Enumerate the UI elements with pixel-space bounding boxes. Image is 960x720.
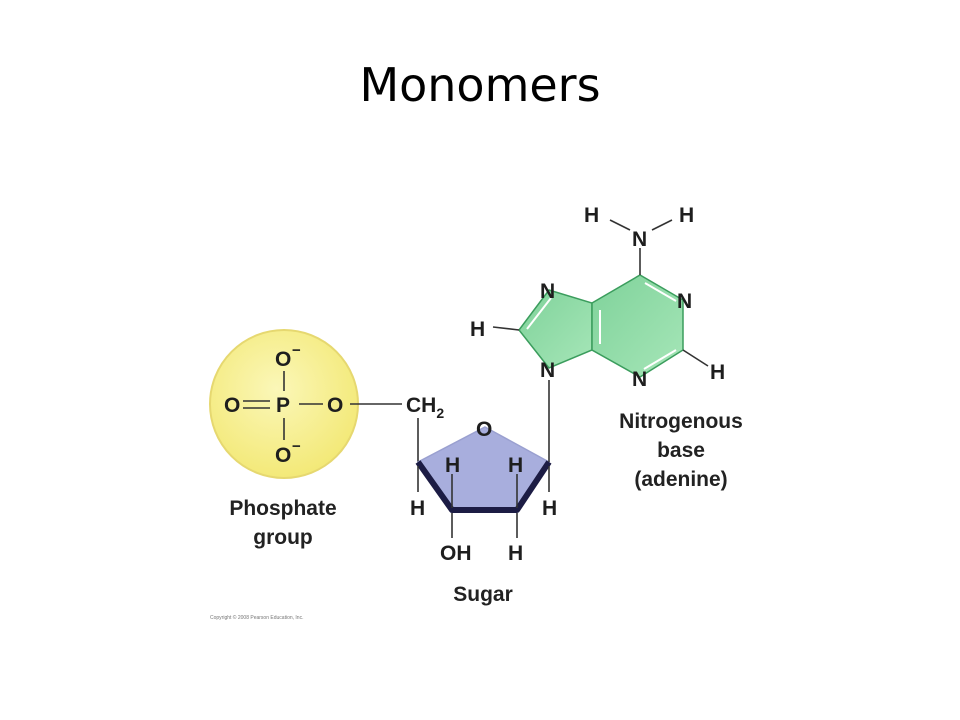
label-base-line3: (adenine) (634, 468, 727, 491)
atom-o-top: O (275, 348, 291, 371)
phosphate-group: O − O P O O − (209, 329, 402, 479)
slide-title: Monomers (359, 58, 601, 112)
label-sugar: Sugar (453, 583, 513, 606)
atom-oh: OH (440, 542, 472, 565)
atom-n3: N (632, 368, 647, 391)
bond-n-h-right (651, 219, 673, 231)
atom-h-amine-right: H (679, 204, 694, 227)
double-bond-c6-n1 (644, 282, 677, 302)
charge-top: − (292, 342, 301, 359)
atom-n-amine: N (632, 228, 647, 251)
atom-h-bottom: H (508, 542, 523, 565)
double-bond-n7-c8 (526, 297, 552, 330)
bond-c8-h (492, 326, 520, 331)
sugar-bold-edge (415, 460, 552, 513)
copyright-notice: Copyright © 2008 Pearson Education, Inc. (210, 614, 303, 621)
atom-n9: N (540, 359, 555, 382)
atom-ch2: CH2 (406, 394, 444, 421)
atom-o-right: O (327, 394, 343, 417)
atom-h-c4: H (410, 497, 425, 520)
atom-h-c8: H (470, 318, 485, 341)
bond-c2-h (682, 349, 709, 367)
base-six-ring (591, 274, 684, 378)
atom-h-amine-left: H (584, 204, 599, 227)
atom-n1: N (677, 290, 692, 313)
label-phosphate-line1: Phosphate (229, 497, 336, 520)
atom-n7: N (540, 280, 555, 303)
double-bond-c2-n3 (643, 349, 677, 370)
atom-o-bottom: O (275, 444, 291, 467)
atom-ring-oxygen: O (476, 418, 492, 441)
label-phosphate-line2: group (253, 526, 312, 549)
atom-h-inner-left: H (445, 454, 460, 477)
adenine-base: H H N N N H N N H (470, 204, 725, 391)
base-five-ring (518, 289, 593, 369)
charge-bottom: − (292, 438, 301, 455)
sugar-ring: O H H H H OH H (410, 418, 557, 565)
label-base-line2: base (657, 439, 705, 462)
atom-h-c1: H (542, 497, 557, 520)
atom-o-left: O (224, 394, 240, 417)
atom-h-inner-right: H (508, 454, 523, 477)
atom-phosphorus: P (276, 394, 290, 417)
atom-h-c2: H (710, 361, 725, 384)
bond-n-h-left (609, 219, 631, 231)
label-base-line1: Nitrogenous (619, 410, 743, 433)
